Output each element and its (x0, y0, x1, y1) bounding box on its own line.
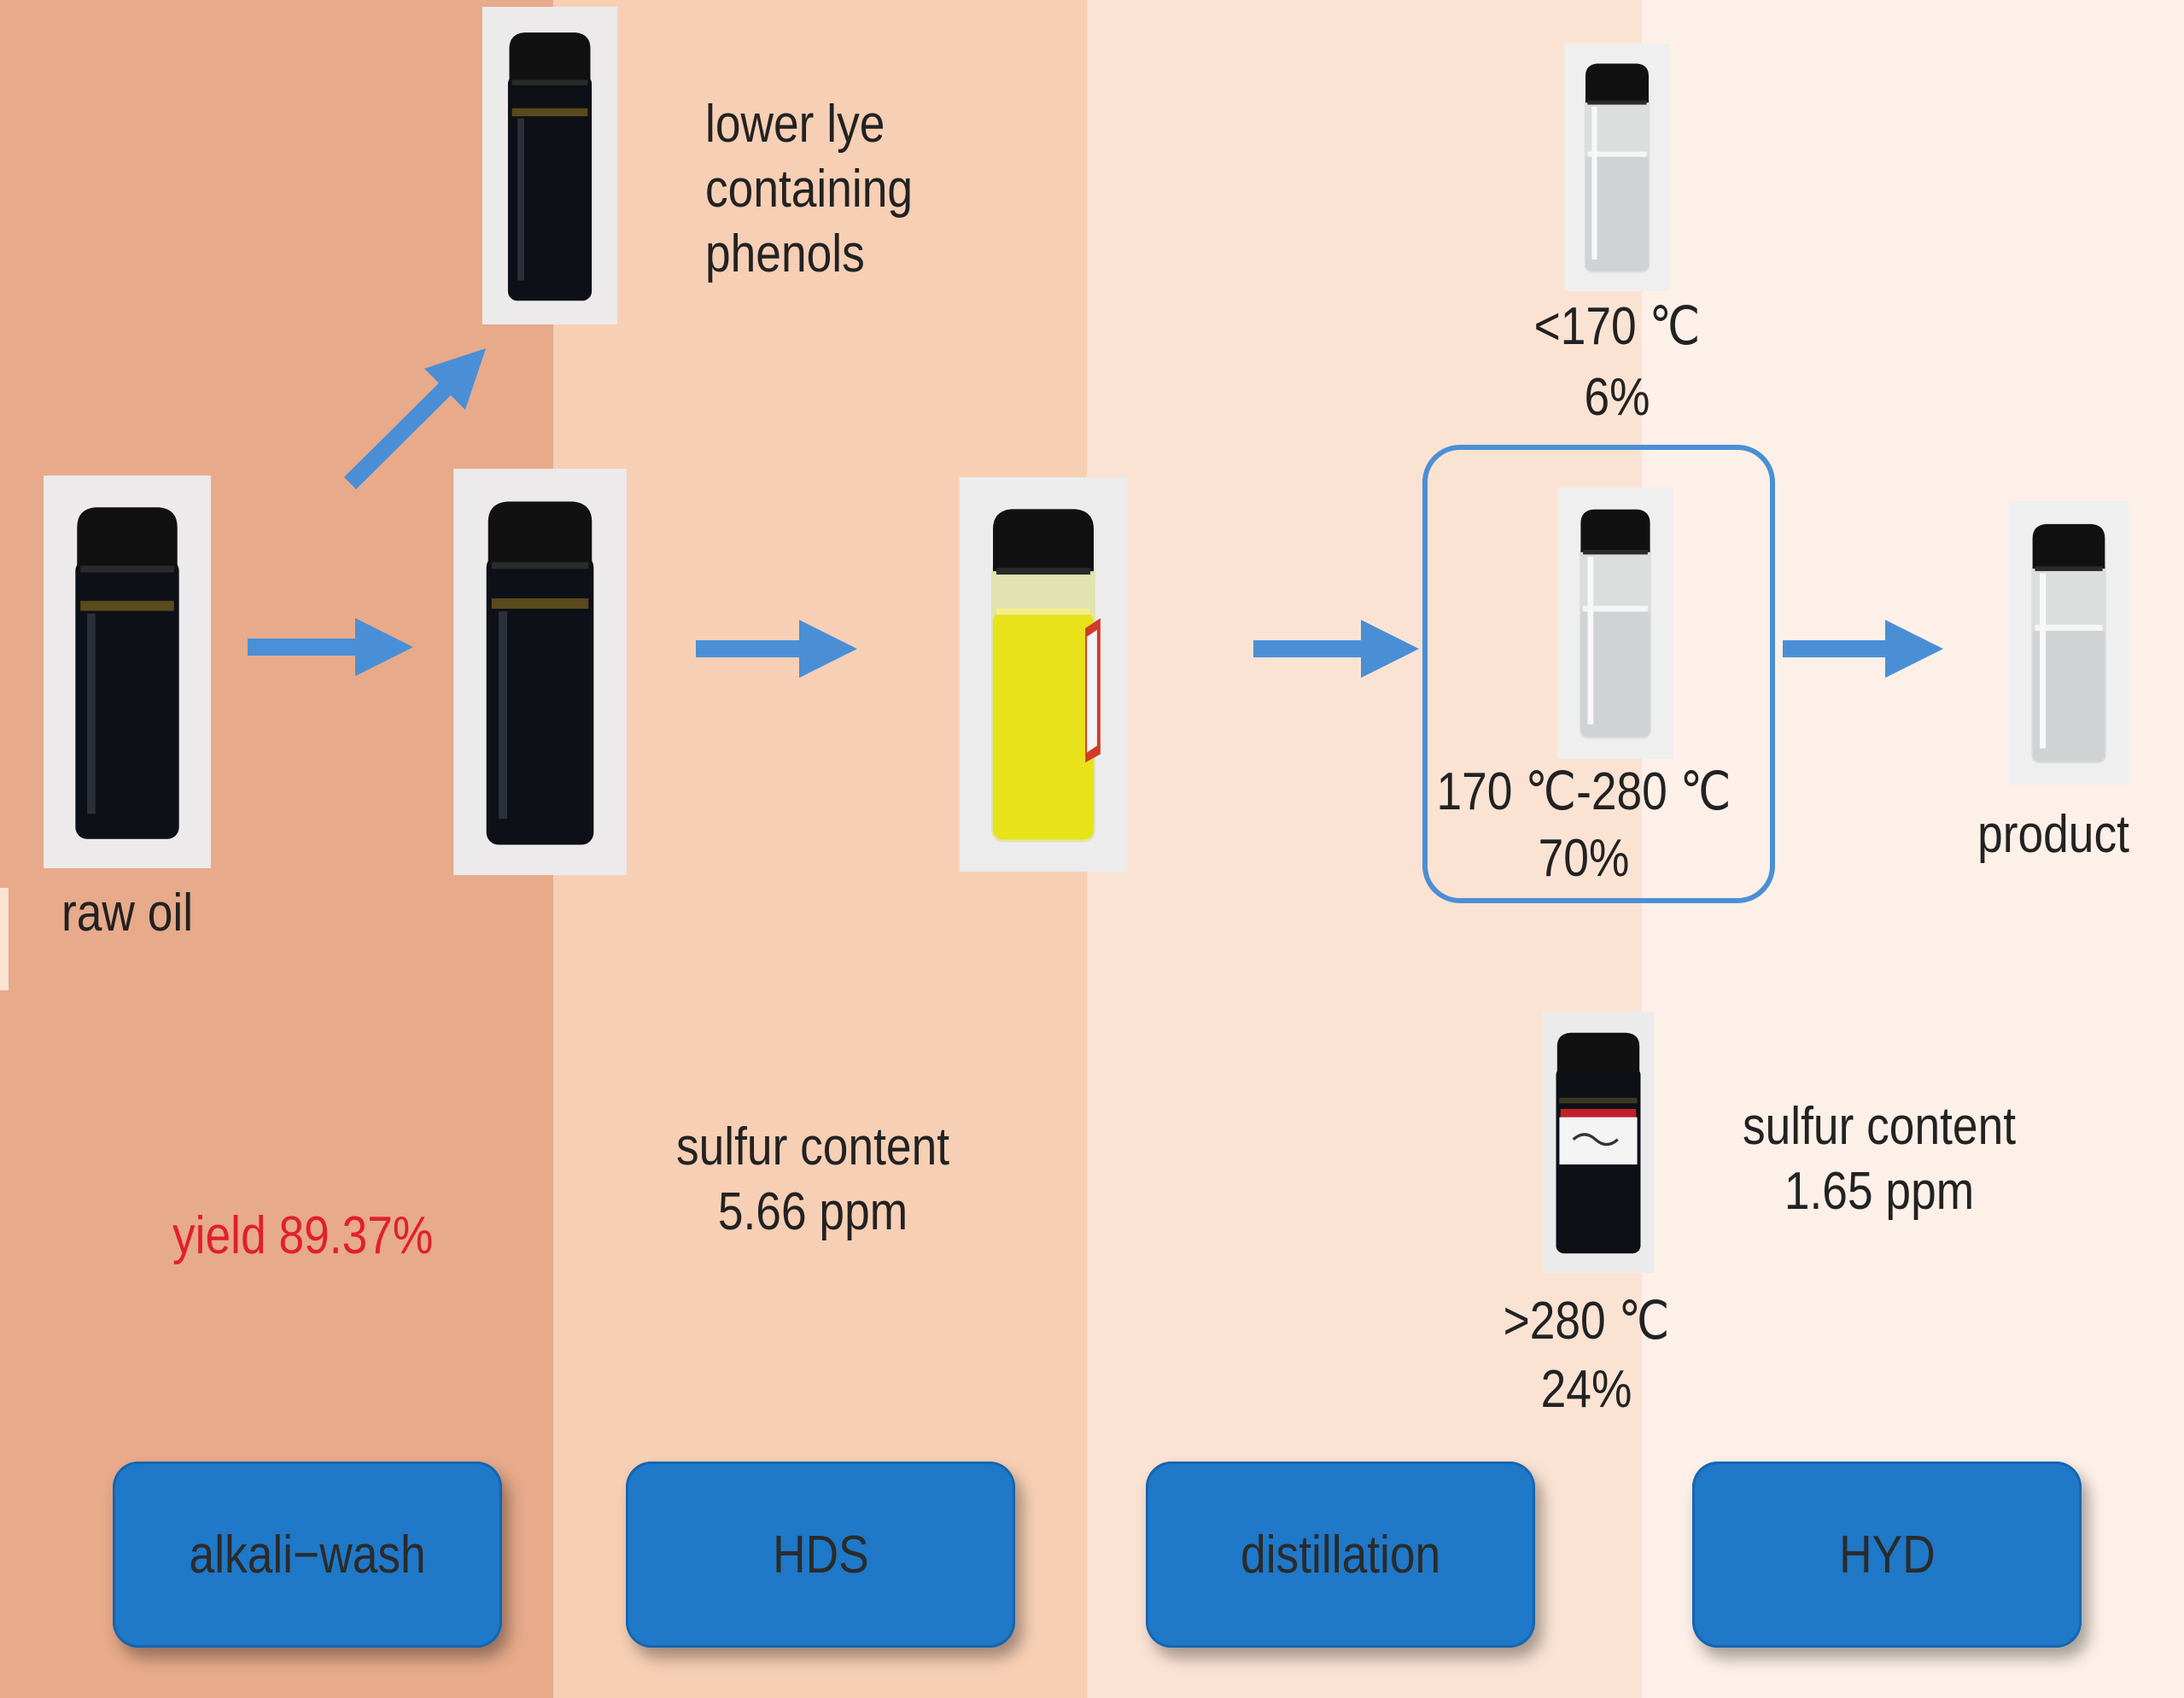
stage-label: distillation (1240, 1525, 1441, 1584)
lower-lye-label-line: phenols (705, 225, 865, 283)
stage-label: HDS (772, 1525, 869, 1584)
stage-hds-button[interactable]: HDS (626, 1462, 1015, 1648)
fraction-heavy-temp: >280 ℃ (1503, 1292, 1670, 1351)
fraction-middle-percent: 70% (1538, 829, 1630, 888)
hyd-sulfur-label: sulfur content (1742, 1097, 2017, 1156)
raw-oil-label-backdrop (0, 888, 9, 990)
lower-lye-label-line: containing (705, 160, 914, 219)
yield-annotation: yield 89.37% (172, 1206, 434, 1265)
hyd-sulfur-value: 1.65 ppm (1784, 1162, 1975, 1221)
stage-alkali-wash-button[interactable]: alkali−wash (113, 1462, 502, 1648)
middle-fraction-highlight-box (1422, 445, 1775, 903)
fraction-light-percent: 6% (1584, 368, 1650, 427)
fraction-heavy-percent: 24% (1540, 1360, 1632, 1419)
raw-oil-label: raw oil (61, 884, 194, 942)
hds-sulfur-label: sulfur content (675, 1117, 950, 1176)
stage-label: alkali−wash (189, 1525, 426, 1584)
fraction-light-temp: <170 ℃ (1533, 297, 1701, 356)
fraction-middle-temp: 170 ℃-280 ℃ (1436, 762, 1731, 821)
band-distillation (1087, 0, 1642, 1698)
product-label: product (1977, 805, 2129, 864)
lower-lye-label-line: lower lye (705, 95, 885, 154)
band-hyd (1642, 0, 2184, 1698)
stage-hyd-button[interactable]: HYD (1692, 1462, 2082, 1648)
arrow-up-right-icon (343, 348, 487, 490)
hds-sulfur-value: 5.66 ppm (717, 1182, 908, 1241)
stage-distillation-button[interactable]: distillation (1146, 1462, 1535, 1648)
stage-label: HYD (1838, 1525, 1936, 1584)
